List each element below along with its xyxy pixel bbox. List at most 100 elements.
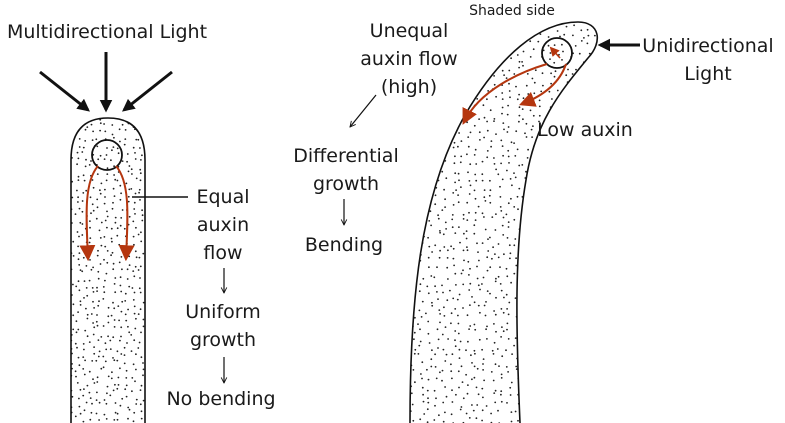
stipple-dot	[510, 411, 513, 413]
stipple-dot	[564, 201, 567, 204]
stipple-dot	[523, 257, 525, 260]
stipple-dot	[570, 353, 573, 356]
stipple-dot	[466, 392, 469, 395]
stipple-dot	[78, 138, 81, 140]
stipple-dot	[477, 304, 480, 307]
stipple-dot	[500, 336, 502, 338]
stipple-dot	[133, 243, 135, 246]
stipple-dot	[68, 189, 70, 191]
stipple-dot	[78, 405, 81, 408]
stipple-dot	[132, 299, 135, 301]
stipple-dot	[429, 210, 432, 213]
stipple-dot	[445, 99, 448, 102]
stipple-dot	[529, 40, 532, 43]
stipple-dot	[119, 284, 122, 287]
stipple-dot	[113, 326, 116, 328]
stipple-dot	[534, 208, 537, 211]
stipple-dot	[418, 290, 421, 293]
stipple-dot	[469, 163, 472, 166]
stipple-dot	[419, 196, 422, 199]
stipple-dot	[491, 257, 493, 260]
stipple-dot	[500, 390, 503, 393]
stipple-dot	[563, 100, 566, 102]
stipple-dot	[405, 147, 407, 149]
stipple-dot	[572, 268, 575, 271]
stipple-dot	[428, 220, 431, 222]
stipple-dot	[450, 89, 453, 92]
stipple-dot	[79, 269, 82, 271]
stipple-dot	[442, 401, 445, 404]
stipple-dot	[134, 250, 137, 253]
stipple-dot	[578, 411, 580, 414]
stipple-dot	[507, 149, 510, 152]
stipple-dot	[572, 145, 575, 148]
stipple-dot	[95, 320, 98, 323]
stipple-dot	[142, 252, 145, 255]
stipple-dot	[518, 120, 520, 123]
stipple-dot	[134, 265, 137, 268]
stipple-dot	[111, 149, 113, 152]
stipple-dot	[522, 337, 525, 339]
stipple-dot	[133, 339, 136, 342]
stipple-dot	[434, 118, 437, 120]
stipple-dot	[458, 348, 461, 351]
stipple-dot	[545, 392, 548, 394]
stipple-dot	[92, 300, 94, 303]
stipple-dot	[524, 356, 527, 359]
stipple-dot	[124, 292, 127, 295]
stipple-dot	[537, 162, 540, 164]
stipple-dot	[414, 381, 416, 384]
stipple-dot	[77, 245, 79, 248]
stipple-dot	[420, 155, 423, 158]
stipple-dot	[467, 340, 469, 343]
stipple-dot	[438, 414, 440, 417]
stipple-dot	[113, 283, 116, 285]
stipple-dot	[137, 233, 140, 236]
stipple-dot	[517, 208, 519, 211]
stipple-dot	[137, 347, 140, 349]
stipple-dot	[417, 103, 420, 106]
stipple-dot	[119, 198, 122, 201]
stipple-dot	[139, 179, 142, 182]
stipple-dot	[413, 352, 416, 355]
stipple-dot	[495, 213, 497, 216]
stipple-dot	[515, 130, 518, 133]
stipple-dot	[590, 149, 593, 151]
stipple-dot	[503, 74, 505, 76]
stipple-dot	[589, 258, 591, 261]
stipple-dot	[75, 320, 78, 323]
stipple-dot	[140, 384, 143, 387]
stipple-dot	[412, 224, 415, 227]
stipple-dot	[413, 245, 416, 247]
stipple-dot	[82, 256, 85, 259]
stipple-dot	[557, 259, 560, 262]
stipple-dot	[521, 381, 524, 384]
stipple-dot	[89, 418, 92, 421]
bending-label: Bending	[305, 234, 383, 256]
stipple-dot	[116, 147, 119, 150]
stipple-dot	[417, 213, 420, 216]
stipple-dot	[116, 350, 119, 353]
stipple-dot	[585, 235, 588, 238]
stipple-dot	[434, 353, 436, 356]
stipple-dot	[93, 326, 96, 329]
stipple-dot	[547, 266, 549, 269]
stipple-dot	[465, 230, 468, 233]
stipple-dot	[597, 336, 598, 339]
stipple-dot	[434, 366, 437, 368]
stipple-dot	[96, 254, 99, 257]
stipple-dot	[563, 314, 565, 317]
stipple-dot	[502, 216, 505, 219]
equal-label-line-2: auxin	[197, 214, 249, 236]
stipple-dot	[473, 60, 475, 63]
stipple-dot	[474, 211, 477, 214]
stipple-dot	[422, 393, 424, 396]
stipple-dot	[97, 304, 100, 307]
stipple-dot	[542, 149, 545, 152]
stipple-dot	[510, 381, 513, 384]
stipple-dot	[142, 399, 145, 402]
stipple-dot	[508, 82, 510, 85]
stipple-dot	[419, 283, 422, 286]
stipple-dot	[430, 358, 433, 361]
stipple-dot	[566, 398, 569, 400]
